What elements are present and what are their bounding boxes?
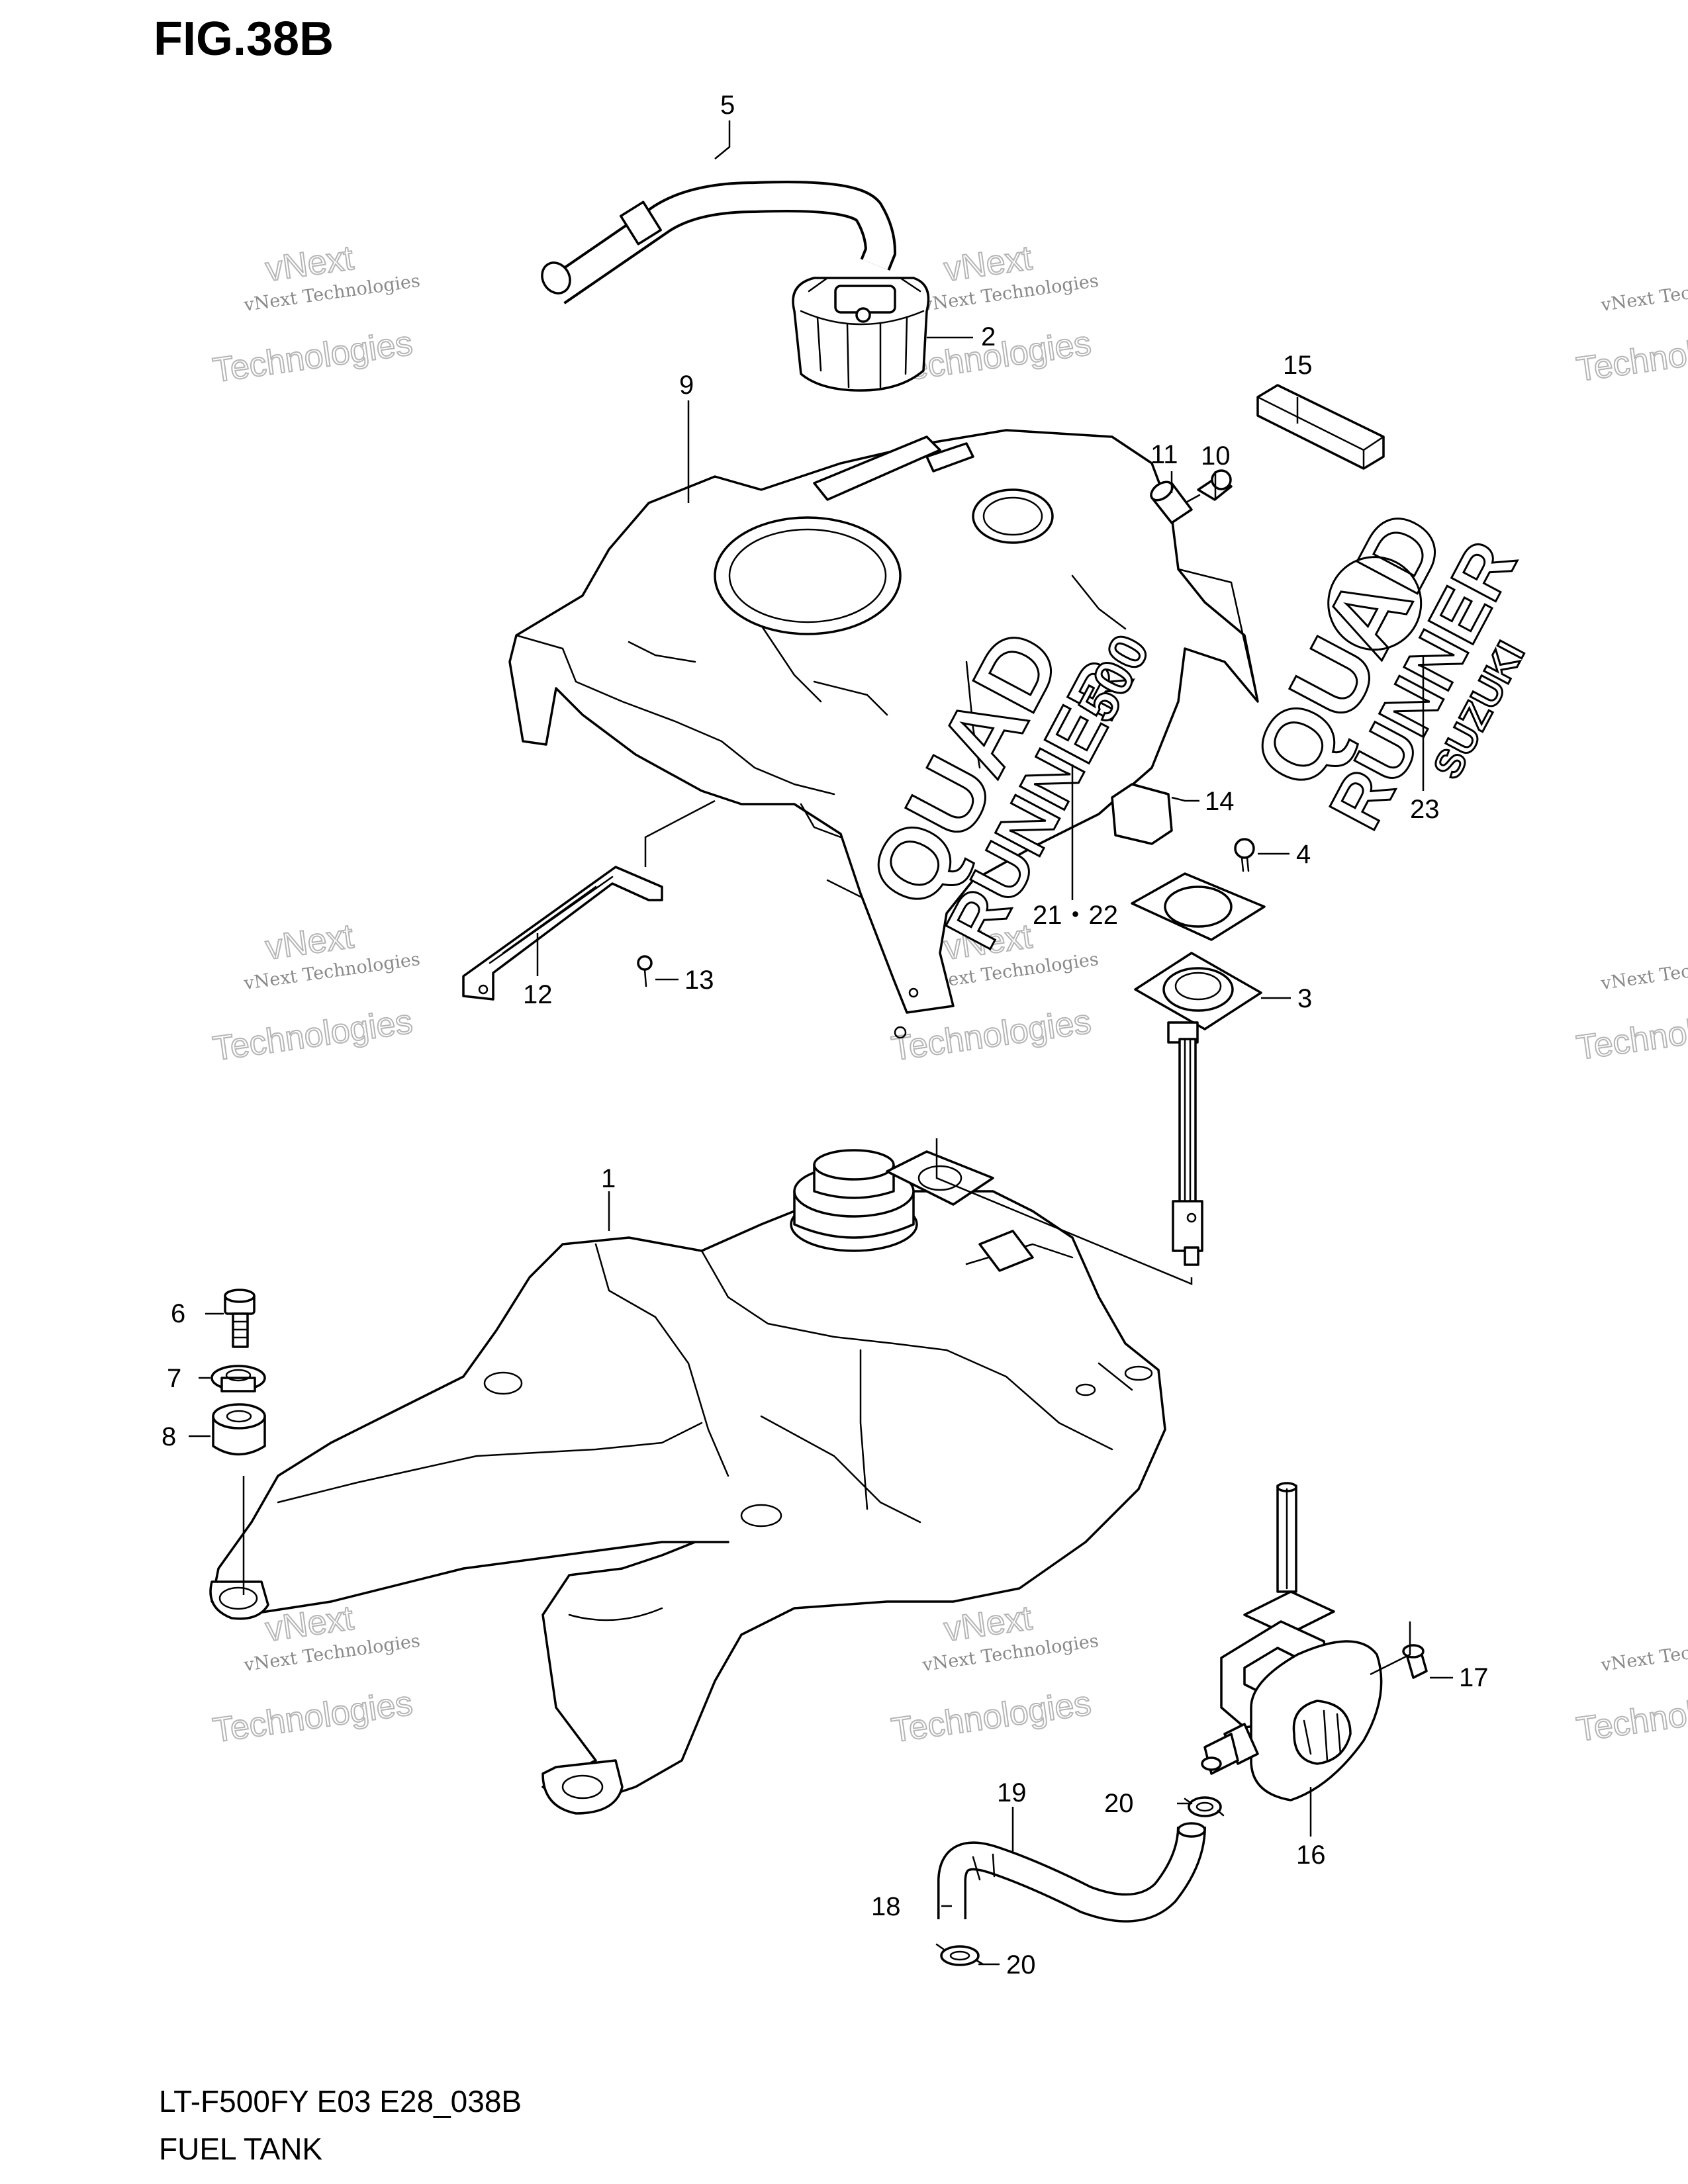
part-20-clamp-lower[interactable]: [935, 1943, 984, 1966]
leader-lines: [189, 120, 1453, 1966]
part-8-cushion[interactable]: [212, 1403, 266, 1456]
callout-6: 6: [171, 1299, 185, 1328]
svg-text:Technologies: Technologies: [1574, 323, 1688, 389]
part-2-fuel-cap[interactable]: [792, 277, 930, 392]
part-13-screw[interactable]: [637, 955, 653, 987]
callout-11: 11: [1150, 440, 1178, 469]
part-7-collar[interactable]: [211, 1365, 266, 1392]
part-16-fuel-cock[interactable]: [1201, 1482, 1383, 1801]
part-14-cushion[interactable]: [1111, 783, 1173, 845]
part-11-spacer[interactable]: [1148, 478, 1193, 524]
callout-5: 5: [720, 91, 735, 120]
part-10-bolt[interactable]: [1184, 469, 1233, 504]
callout-4: 4: [1296, 840, 1311, 869]
callout-20-upper: 20: [1104, 1789, 1134, 1818]
svg-text:vNext Technologies: vNext Technologies: [1599, 949, 1688, 994]
part-6-bolt[interactable]: [224, 1289, 256, 1348]
part-4-screw[interactable]: [1234, 838, 1255, 872]
svg-text:Technologies: Technologies: [211, 1003, 415, 1069]
callout-3: 3: [1297, 984, 1312, 1013]
callout-labels: 5 2 9 15 10 11 14 4 3 21・22 23 13 12 1 6…: [162, 91, 1489, 1979]
svg-text:vNext Technologies: vNext Technologies: [1599, 1631, 1688, 1676]
figure-title: FIG.38B: [154, 13, 334, 66]
callout-20-lower: 20: [1006, 1950, 1036, 1979]
svg-text:vNext Technologies: vNext Technologies: [1599, 271, 1688, 316]
callout-2: 2: [981, 322, 996, 351]
watermark: vNext Technologies Technologies: [1573, 949, 1688, 1068]
callout-21-22: 21・22: [1033, 901, 1118, 930]
svg-text:Technologies: Technologies: [1574, 1001, 1688, 1068]
callout-14: 14: [1205, 787, 1235, 816]
watermark: vNext Technologies vNext Technologies: [888, 1598, 1100, 1751]
watermark: vNext Technologies Technologies: [1573, 1631, 1688, 1750]
callout-10: 10: [1201, 441, 1231, 471]
part-1-fuel-tank[interactable]: [209, 1149, 1166, 1815]
callout-19: 19: [997, 1778, 1027, 1807]
part-9-tank-cover[interactable]: [508, 429, 1259, 1039]
callout-23: 23: [1410, 795, 1440, 824]
svg-text:Technologies: Technologies: [1574, 1683, 1688, 1749]
model-code: LT-F500FY E03 E28_038B: [159, 2084, 522, 2118]
watermark: vNext Technologies vNext Technologies: [210, 917, 421, 1069]
part-23-decal[interactable]: QUAD RUNNER SUZUKI: [1228, 482, 1570, 861]
callout-7: 7: [167, 1364, 181, 1393]
svg-text:Technologies: Technologies: [889, 1684, 1094, 1751]
callout-1: 1: [601, 1164, 616, 1193]
callout-13: 13: [684, 966, 714, 995]
fuel-gauge-gasket: [1131, 872, 1266, 941]
callout-8: 8: [162, 1422, 176, 1451]
part-17-screw[interactable]: [1402, 1644, 1428, 1679]
svg-text:Technologies: Technologies: [211, 324, 415, 390]
watermark: vNext Technologies Technologies: [1573, 271, 1688, 390]
callout-18: 18: [871, 1892, 901, 1921]
part-15-pad[interactable]: [1256, 384, 1385, 470]
part-3-fuel-level-gauge[interactable]: [1134, 952, 1262, 1266]
svg-text:Technologies: Technologies: [211, 1684, 415, 1751]
part-5-breather-hose[interactable]: [537, 180, 897, 304]
part-12-bracket[interactable]: [462, 866, 663, 1001]
callout-15: 15: [1283, 351, 1313, 380]
callout-17: 17: [1459, 1663, 1489, 1692]
callout-16: 16: [1296, 1841, 1326, 1870]
svg-text:Technologies: Technologies: [889, 1003, 1094, 1069]
watermark: vNext Technologies vNext Technologies: [210, 238, 421, 391]
figure-name: FUEL TANK: [159, 2132, 323, 2166]
part-20-clamp-upper[interactable]: [1184, 1796, 1225, 1817]
callout-12: 12: [523, 980, 553, 1009]
part-19-fuel-hose[interactable]: [937, 1822, 1206, 1923]
callout-9: 9: [679, 371, 694, 400]
